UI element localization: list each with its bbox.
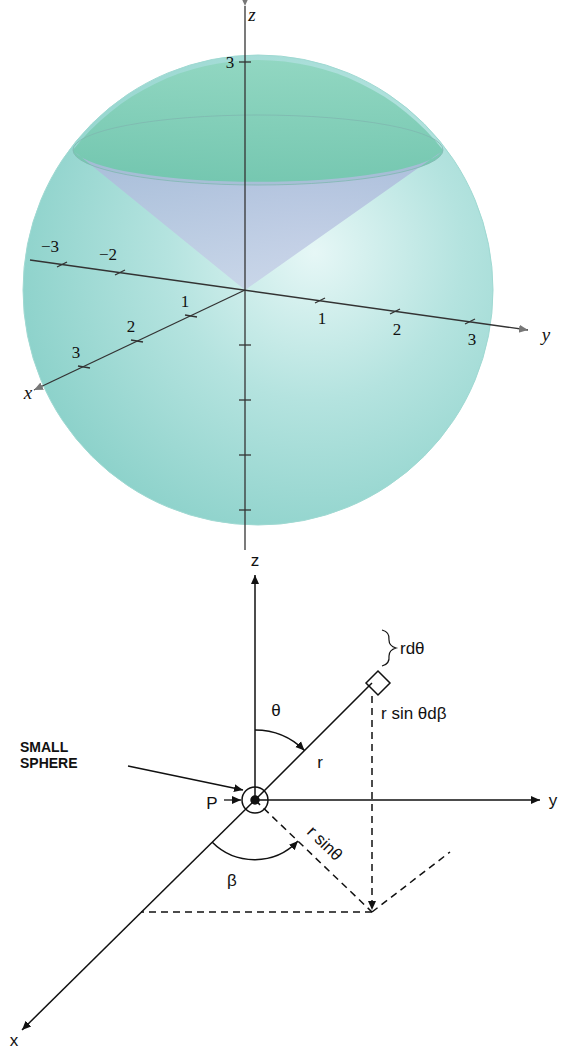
axis-label: z	[248, 5, 255, 24]
tick-label: 1	[318, 310, 327, 327]
z-axis	[244, 6, 245, 550]
point-p	[251, 796, 259, 804]
axis-label: y	[549, 792, 558, 809]
point-label: P	[206, 795, 217, 812]
tick-label: 3	[72, 344, 81, 361]
cone-rim	[73, 115, 443, 185]
projection-line	[371, 696, 373, 910]
r-sin-theta-line	[255, 800, 372, 912]
callout-label: SMALL SPHERE	[20, 739, 90, 771]
leader-line	[128, 766, 243, 790]
sphere-figure	[23, 6, 528, 550]
y-axis	[30, 260, 528, 330]
tick-label: 1	[181, 293, 190, 310]
angle-label: β	[227, 872, 237, 889]
angle-label: θ	[271, 702, 280, 719]
radius-line	[255, 683, 372, 800]
tick-label: −3	[41, 238, 59, 255]
dimension-label: rdθ	[400, 640, 425, 657]
dimension-label: r sin θdβ	[381, 705, 447, 722]
axis-label: x	[10, 1032, 19, 1049]
area-element	[366, 671, 390, 695]
spherical-cap	[73, 60, 443, 185]
dimension-label: r sinθ	[304, 822, 346, 863]
theta-arc	[255, 730, 305, 751]
dashed-line	[372, 852, 450, 912]
spherical-coordinates-figure	[22, 575, 540, 1030]
tick-label: −2	[99, 246, 117, 263]
tick-label: 3	[226, 54, 235, 71]
z-axis	[254, 575, 256, 800]
tick-label: 2	[127, 318, 136, 335]
radius-label: r	[317, 754, 323, 771]
cone	[75, 152, 441, 290]
x-axis	[34, 290, 245, 390]
tick-marks	[57, 62, 475, 510]
beta-arc	[212, 841, 298, 860]
y-axis	[255, 799, 540, 801]
axis-label: y	[542, 325, 550, 344]
sphere	[23, 55, 493, 525]
tick-label: 3	[468, 331, 477, 348]
tick-label: 2	[393, 321, 402, 338]
axis-label: x	[24, 383, 32, 402]
small-sphere	[242, 787, 268, 813]
dashed-line	[141, 911, 372, 913]
leader-line	[224, 799, 241, 800]
brace	[382, 630, 396, 666]
axis-label: z	[251, 552, 260, 569]
x-axis	[22, 800, 255, 1030]
